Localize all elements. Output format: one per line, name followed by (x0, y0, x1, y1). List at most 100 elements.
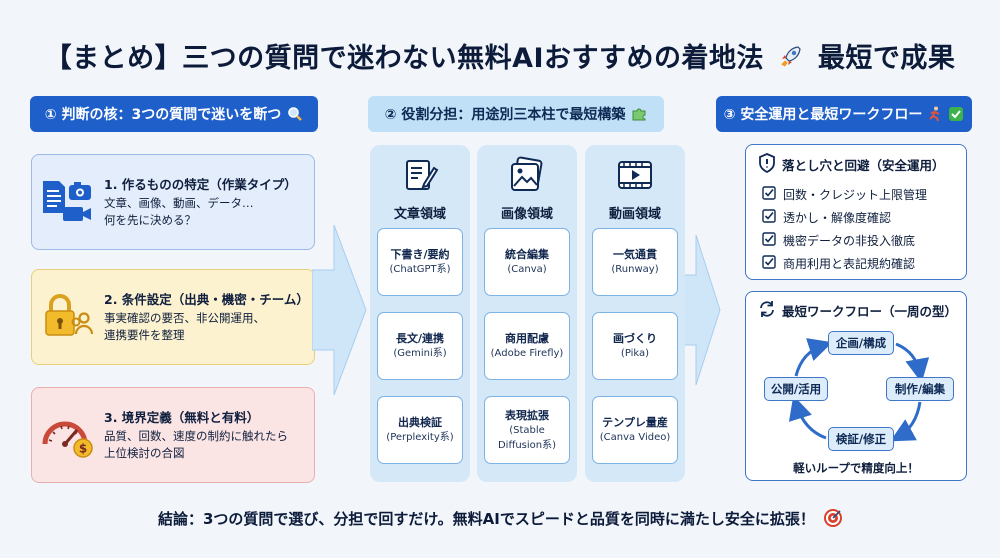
question-title: 2. 条件設定（出典・機密・チーム） (104, 291, 309, 307)
question-text-line: 文章、画像、動画、データ… (104, 195, 254, 210)
svg-text:$: $ (79, 442, 87, 456)
tool-card: 統合編集 (Canva) (484, 228, 570, 296)
workflow-title: 最短ワークフロー（一周の型） (782, 304, 958, 319)
conclusion: 結論：3つの質問で選び、分担で回すだけ。無料AIでスピードと品質を同時に満たし安… (0, 508, 1000, 531)
section-header-label: ② 役割分担：用途別三本柱で最短構築 (384, 107, 626, 123)
page-title: 【まとめ】三つの質問で迷わない無料AIおすすめの着地法 最短で成果 (0, 36, 1000, 76)
title-text: 【まとめ】三つの質問で迷わない無料AIおすすめの着地法 (44, 43, 765, 74)
safety-title: 落とし穴と回避（安全運用） (782, 158, 945, 173)
tool-label: 長文/連携 (395, 332, 445, 345)
tool-label: 統合編集 (505, 248, 549, 261)
tool-card: 商用配慮 (Adobe Firefly) (484, 312, 570, 380)
column-title: 文章領域 (393, 207, 446, 222)
checkbox-checked-icon (762, 255, 776, 272)
safety-checklist: 回数・クレジット上限管理 透かし・解像度確認 機密データの非投入徹底 商用利用と… (762, 183, 927, 275)
question-card-2: 2. 条件設定（出典・機密・チーム） 事実確認の要否、非公開運用、 連携要件を整… (31, 269, 315, 365)
image-icon (477, 155, 577, 195)
tool-sub: (Gemini系) (393, 348, 447, 359)
tool-label: 下書き/要約 (390, 248, 450, 261)
section-header-judgement: ① 判断の核：3つの質問で迷いを断つ (30, 96, 318, 132)
video-play-icon (585, 155, 685, 195)
question-text-line: 連携要件を整理 (104, 327, 185, 342)
workflow-header: 最短ワークフロー（一周の型） (758, 300, 957, 321)
check-box-icon (948, 106, 964, 122)
tool-sub: Diffusion系) (497, 439, 557, 451)
checklist-label: 商用利用と表記規約確認 (783, 257, 916, 271)
conclusion-text: 結論：3つの質問で選び、分担で回すだけ。無料AIでスピードと品質を同時に満たし安… (157, 510, 815, 528)
document-pen-icon (370, 155, 470, 195)
tool-card: 一気通貫 (Runway) (592, 228, 678, 296)
workflow-step-produce: 制作/編集 (886, 377, 954, 401)
tool-card: 長文/連携 (Gemini系) (377, 312, 463, 380)
workflow-step-publish: 公開/活用 (764, 377, 828, 401)
question-title: 3. 境界定義（無料と有料） (104, 409, 260, 425)
checklist-item: 商用利用と表記規約確認 (762, 252, 927, 275)
tool-label: テンプレ量産 (602, 416, 668, 429)
question-text-line: 上位検討の合図 (104, 445, 185, 460)
tool-label: 出典検証 (398, 416, 442, 429)
section-header-safety: ③ 安全運用と最短ワークフロー (716, 96, 972, 132)
tool-sub: (Runway) (611, 264, 659, 275)
workflow-box: 最短ワークフロー（一周の型） 企画/構成 制作/編集 検証/修正 公開/活用 軽… (745, 291, 967, 481)
docs-camera-video-icon (32, 177, 104, 227)
question-text-line: 品質、回数、速度の制約に触れたら (104, 428, 288, 443)
tool-label: 商用配慮 (505, 332, 549, 345)
checkbox-checked-icon (762, 186, 776, 203)
rocket-icon (778, 43, 804, 76)
checklist-item: 回数・クレジット上限管理 (762, 183, 927, 206)
checkbox-checked-icon (762, 209, 776, 226)
section-header-label: ③ 安全運用と最短ワークフロー (723, 107, 923, 123)
runner-icon (928, 106, 942, 122)
tool-sub: (Canva Video) (599, 432, 671, 443)
puzzle-icon (631, 106, 647, 122)
tool-sub: (ChatGPT系) (389, 264, 451, 275)
section-header-label: ① 判断の核：3つの質問で迷いを断つ (44, 107, 282, 123)
column-text: 文章領域 下書き/要約 (ChatGPT系) 長文/連携 (Gemini系) 出典検… (370, 145, 470, 482)
target-icon (824, 508, 843, 531)
tool-sub: (Pika) (620, 348, 650, 359)
checklist-item: 透かし・解像度確認 (762, 206, 927, 229)
cycle-icon (758, 300, 776, 321)
column-video: 動画領域 一気通貫 (Runway) 画づくり (Pika) テンプレ量産 (Canv… (585, 145, 685, 482)
tool-label: 画づくり (613, 332, 657, 345)
flow-arrow-right (682, 234, 721, 386)
question-text-line: 事実確認の要否、非公開運用、 (104, 310, 265, 325)
lock-team-icon (32, 292, 104, 342)
checklist-label: 透かし・解像度確認 (783, 211, 892, 225)
workflow-cycle-arrows (788, 338, 930, 442)
question-card-1: 1. 作るものの特定（作業タイプ） 文章、画像、動画、データ… 何を先に決める？ (31, 154, 315, 250)
question-card-3: $ 3. 境界定義（無料と有料） 品質、回数、速度の制約に触れたら 上位検討の合… (31, 387, 315, 483)
workflow-note: 軽いループで精度向上！ (793, 461, 919, 475)
tool-label: 一気通貫 (613, 248, 657, 261)
section-header-roles: ② 役割分担：用途別三本柱で最短構築 (368, 96, 664, 132)
column-title: 画像領域 (500, 207, 553, 222)
flow-arrow-left (312, 225, 367, 395)
tool-sub: (Adobe Firefly) (490, 348, 564, 359)
tool-card: 出典検証 (Perplexity系) (377, 396, 463, 464)
checklist-label: 回数・クレジット上限管理 (783, 188, 928, 202)
column-image: 画像領域 統合編集 (Canva) 商用配慮 (Adobe Firefly) 表現拡… (477, 145, 577, 482)
question-title: 1. 作るものの特定（作業タイプ） (104, 176, 297, 192)
checkbox-checked-icon (762, 232, 776, 249)
title-suffix: 最短で成果 (817, 43, 956, 74)
tool-label: 表現拡張 (505, 408, 549, 422)
shield-icon (758, 153, 776, 176)
question-text-line: 何を先に決める？ (104, 212, 196, 227)
checklist-item: 機密データの非投入徹底 (762, 229, 927, 252)
tool-sub: (Canva) (507, 264, 547, 275)
tool-card: テンプレ量産 (Canva Video) (592, 396, 678, 464)
magnifier-icon (287, 106, 303, 122)
safety-box: 落とし穴と回避（安全運用） 回数・クレジット上限管理 透かし・解像度確認 機密デ… (745, 144, 967, 280)
speedometer-dollar-icon: $ (32, 410, 104, 460)
column-title: 動画領域 (608, 207, 661, 222)
safety-header: 落とし穴と回避（安全運用） (758, 153, 945, 176)
tool-sub: (Perplexity系) (386, 432, 454, 443)
workflow-step-plan: 企画/構成 (828, 331, 894, 355)
checklist-label: 機密データの非投入徹底 (783, 234, 916, 248)
tool-card: 画づくり (Pika) (592, 312, 678, 380)
tool-sub: (Stable (509, 424, 545, 436)
tool-card: 下書き/要約 (ChatGPT系) (377, 228, 463, 296)
workflow-step-verify: 検証/修正 (828, 427, 894, 451)
